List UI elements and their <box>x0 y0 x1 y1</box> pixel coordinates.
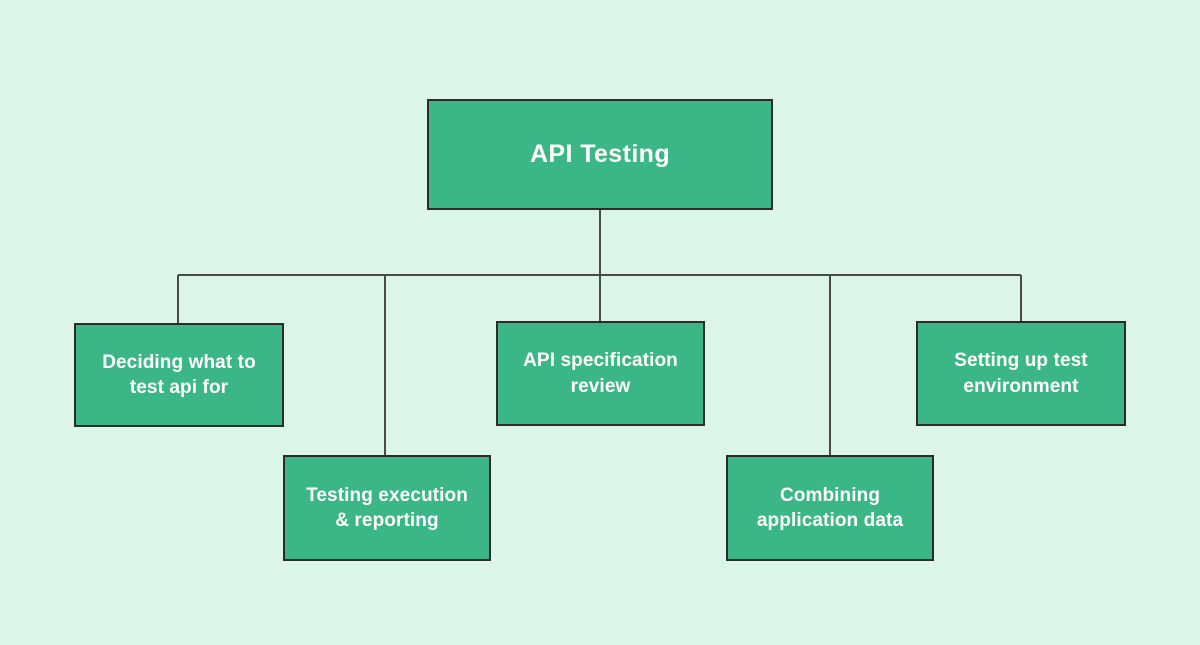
node-setting-up-test-environment[interactable]: Setting up test environment <box>916 321 1126 426</box>
node-api-specification-review[interactable]: API specification review <box>496 321 705 426</box>
node-deciding-what-to-test-label: Deciding what to test api for <box>102 351 256 398</box>
node-setting-up-test-environment-label: Setting up test environment <box>954 350 1088 397</box>
node-combining-application-data-label: Combining application data <box>756 484 904 531</box>
node-api-testing[interactable]: API Testing <box>427 99 773 210</box>
node-testing-execution-reporting[interactable]: Testing execution & reporting <box>283 455 491 561</box>
node-combining-application-data[interactable]: Combining application data <box>726 455 934 561</box>
node-testing-execution-reporting-label: Testing execution & reporting <box>306 484 468 531</box>
node-api-testing-label: API Testing <box>529 140 671 168</box>
node-deciding-what-to-test[interactable]: Deciding what to test api for <box>74 323 284 427</box>
node-api-specification-review-label: API specification review <box>523 350 678 397</box>
